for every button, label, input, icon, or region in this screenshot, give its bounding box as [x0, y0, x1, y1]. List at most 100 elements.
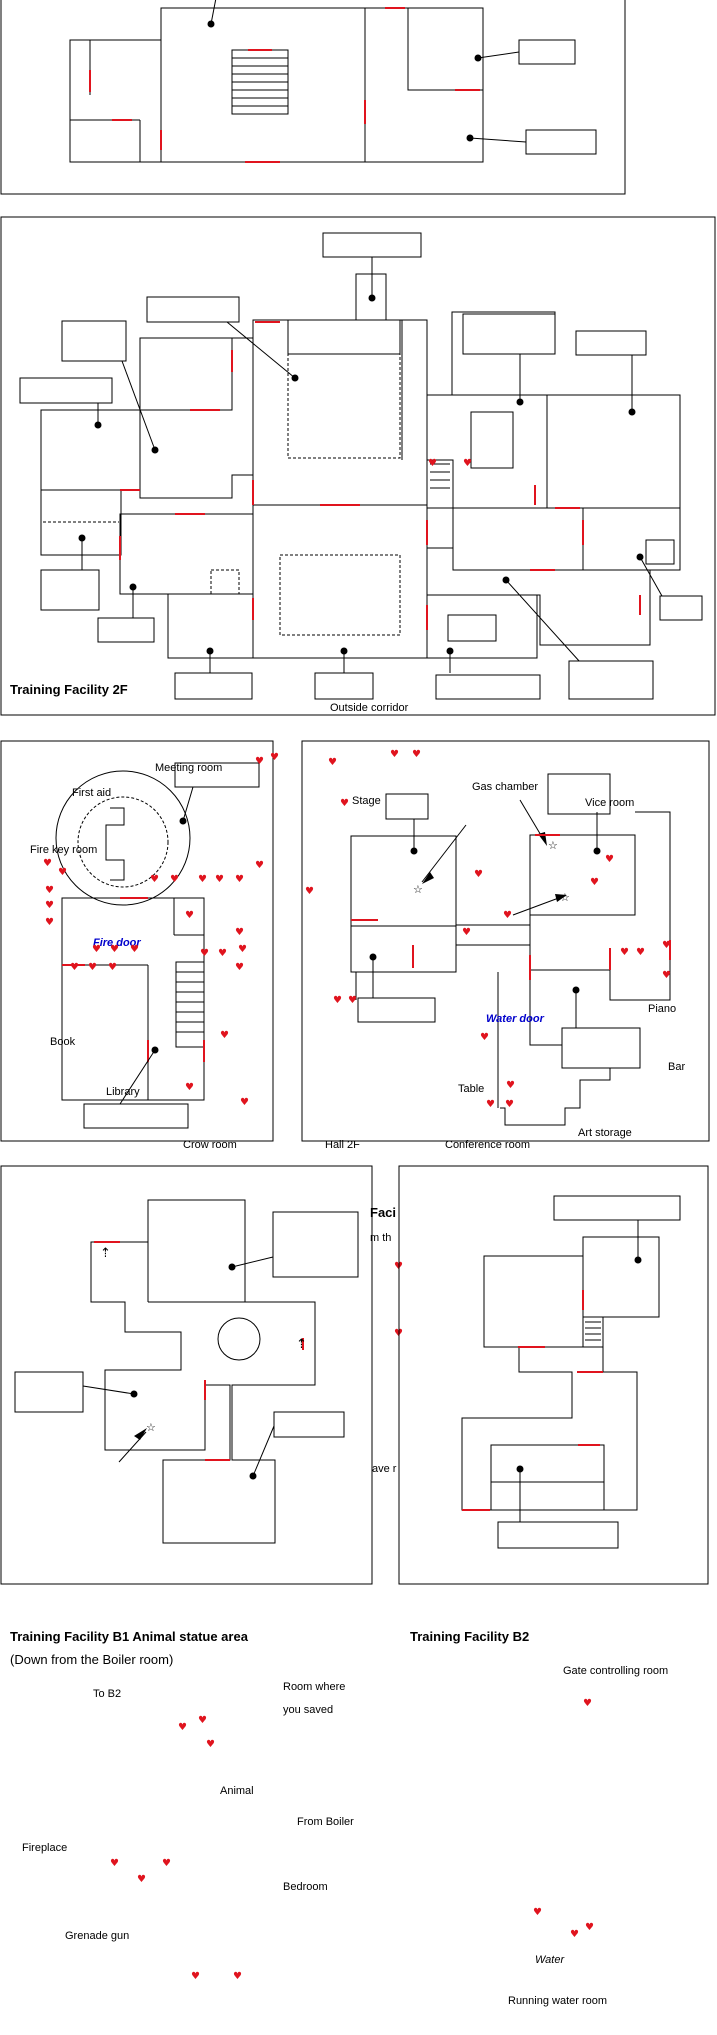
svg-text:♥: ♥: [480, 1032, 489, 1043]
svg-text:♥: ♥: [45, 900, 54, 911]
svg-text:♥: ♥: [238, 944, 247, 955]
hearts-b2: ♥♥ ♥♥: [533, 1698, 594, 1940]
svg-text:♥: ♥: [162, 1858, 171, 1869]
label-hall-2f: Hall 2F: [325, 1139, 360, 1151]
svg-text:♥: ♥: [505, 1099, 514, 1110]
label-vice-room: Vice room: [585, 797, 634, 809]
svg-text:♥: ♥: [390, 749, 399, 760]
svg-text:♥: ♥: [506, 1080, 515, 1091]
svg-text:♥: ♥: [328, 757, 337, 768]
label-fireplace: Fireplace: [22, 1842, 67, 1854]
map-title-2f: Training Facility 2F: [10, 682, 128, 697]
star-icon: ☆: [146, 1421, 156, 1434]
label-art-storage: Art storage: [578, 1127, 632, 1139]
svg-text:♥: ♥: [462, 927, 471, 938]
heart-icon: ♥: [428, 458, 437, 469]
svg-text:♥: ♥: [255, 860, 264, 871]
label-first-aid: First aid: [72, 787, 111, 799]
svg-text:☆: ☆: [560, 891, 570, 904]
label-to-b2: To B2: [93, 1688, 121, 1700]
label-water: Water: [535, 1954, 565, 1966]
label-gas-chamber: Gas chamber: [472, 781, 538, 793]
svg-text:♥: ♥: [88, 962, 97, 973]
svg-text:♥: ♥: [58, 867, 67, 878]
map-hall-left: Meeting room First aid Fire key room Fir…: [0, 740, 279, 1151]
svg-text:♥: ♥: [333, 995, 342, 1006]
svg-text:♥: ♥: [570, 1929, 579, 1940]
label-running-water-room: Running water room: [508, 1995, 607, 2007]
fragment-note: ave r: [372, 1463, 397, 1475]
label-table: Table: [458, 1083, 484, 1095]
svg-text:♥: ♥: [235, 874, 244, 885]
svg-text:♥: ♥: [533, 1907, 542, 1918]
label-fire-key-room: Fire key room: [30, 844, 97, 856]
svg-text:♥: ♥: [198, 874, 207, 885]
svg-text:♥: ♥: [620, 947, 629, 958]
heart-icon: ♥: [463, 458, 472, 469]
map-b2: [398, 1165, 709, 1585]
svg-text:♥: ♥: [110, 1858, 119, 1869]
svg-text:♥: ♥: [503, 910, 512, 921]
map-1f-partial: [0, 0, 626, 195]
svg-text:♥: ♥: [240, 1097, 249, 1108]
svg-text:♥: ♥: [108, 962, 117, 973]
svg-text:♥: ♥: [662, 940, 671, 951]
label-outside-corridor: Outside corridor: [330, 702, 409, 714]
fragment-title: Faci: [370, 1205, 396, 1220]
svg-text:♥: ♥: [270, 752, 279, 763]
svg-text:♥: ♥: [70, 962, 79, 973]
svg-text:♥: ♥: [233, 1971, 242, 1982]
svg-text:♥: ♥: [220, 1030, 229, 1041]
label-library: Library: [106, 1086, 140, 1098]
label-book: Book: [50, 1036, 76, 1048]
svg-text:♥: ♥: [605, 854, 614, 865]
svg-text:♥: ♥: [215, 874, 224, 885]
svg-text:♥: ♥: [340, 798, 349, 809]
svg-text:♥: ♥: [235, 962, 244, 973]
svg-text:♥: ♥: [191, 1971, 200, 1982]
label-animal: Animal: [220, 1785, 254, 1797]
svg-text:♥: ♥: [150, 874, 159, 885]
svg-text:♥: ♥: [585, 1922, 594, 1933]
svg-text:♥: ♥: [45, 917, 54, 928]
svg-text:☆: ☆: [548, 839, 558, 852]
map-hall-right: Stage Gas chamber Vice room Water door P…: [301, 740, 710, 1151]
svg-text:♥: ♥: [255, 756, 264, 767]
svg-text:♥: ♥: [206, 1739, 215, 1750]
b1-title: Training Facility B1 Animal statue area: [10, 1629, 249, 1644]
svg-text:♥: ♥: [130, 944, 139, 955]
label-grenade-gun: Grenade gun: [65, 1930, 129, 1942]
label-room-saved-1: Room where: [283, 1681, 345, 1693]
hearts-hall-right: ♥♥ ♥♥ ♥♥ ♥♥ ♥♥ ♥♥ ♥♥ ♥♥ ♥♥ ♥♥: [305, 749, 671, 1110]
hearts-b1: ♥♥ ♥♥ ♥♥ ♥♥: [110, 1715, 242, 1982]
label-crow-room: Crow room: [183, 1139, 237, 1151]
label-conference-room: Conference room: [445, 1139, 530, 1151]
label-piano: Piano: [648, 1003, 676, 1015]
label-fire-door: Fire door: [93, 937, 141, 949]
arrow-up-icon: ⇡: [100, 1246, 111, 1261]
label-bedroom: Bedroom: [283, 1881, 328, 1893]
svg-text:♥: ♥: [92, 944, 101, 955]
svg-text:♥: ♥: [178, 1722, 187, 1733]
label-bar: Bar: [668, 1061, 685, 1073]
label-water-door: Water door: [486, 1013, 545, 1025]
b2-labels: Training Facility B2 Gate controlling ro…: [410, 1629, 668, 2007]
svg-text:♥: ♥: [305, 886, 314, 897]
svg-text:♥: ♥: [185, 1082, 194, 1093]
svg-text:♥: ♥: [200, 948, 209, 959]
svg-text:♥: ♥: [235, 927, 244, 938]
svg-text:♥: ♥: [110, 944, 119, 955]
svg-text:♥: ♥: [198, 1715, 207, 1726]
svg-text:♥: ♥: [170, 874, 179, 885]
svg-text:♥: ♥: [474, 869, 483, 880]
map-training-facility-2f: ♥ ♥ Training Facility 2F Outside corrido…: [0, 216, 716, 716]
label-stage: Stage: [352, 795, 381, 807]
fragment-subtitle: m th: [370, 1232, 391, 1244]
label-gate-room: Gate controlling room: [563, 1665, 668, 1677]
svg-text:☆: ☆: [413, 883, 423, 896]
b1-labels: Training Facility B1 Animal statue area …: [10, 1629, 354, 1982]
svg-text:♥: ♥: [218, 948, 227, 959]
b2-title: Training Facility B2: [410, 1629, 529, 1644]
svg-text:♥: ♥: [486, 1099, 495, 1110]
